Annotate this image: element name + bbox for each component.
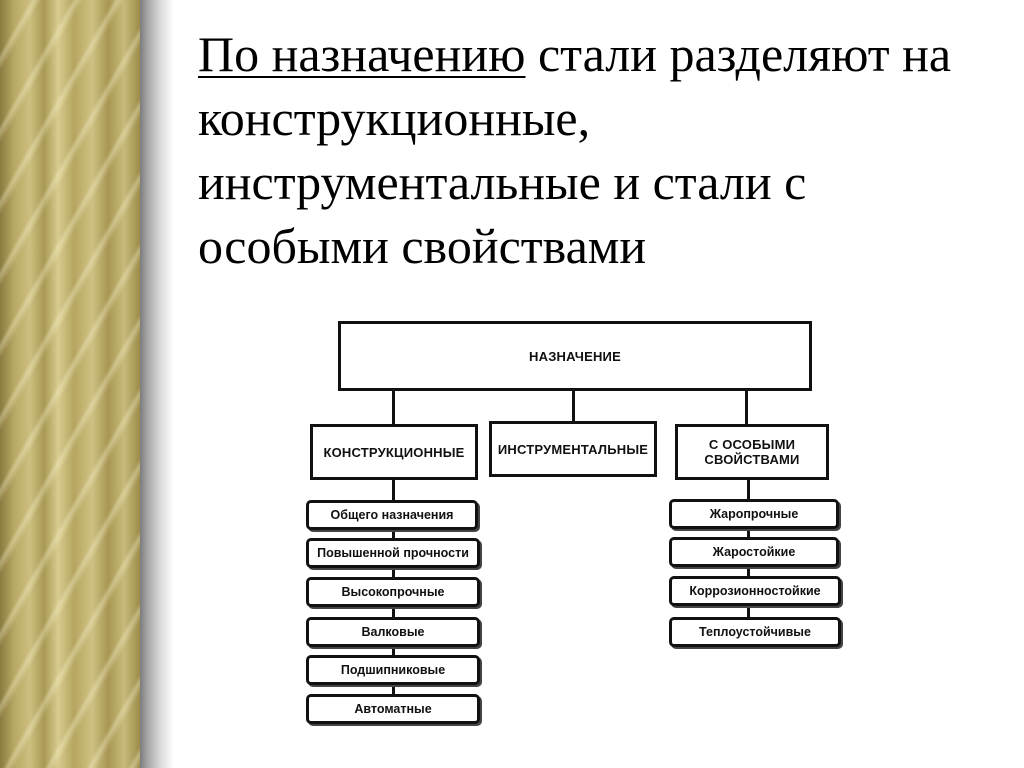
structural-item-general: Общего назначения [306, 500, 478, 530]
category-special-box: С ОСОБЫМИ СВОЙСТВАМИ [675, 424, 829, 480]
connector-root-special [745, 391, 748, 424]
slide-heading: По назначению стали разделяют на констру… [198, 22, 998, 278]
category-tool-box: ИНСТРУМЕНТАЛЬНЫЕ [489, 421, 657, 477]
decorative-shadow-strip [140, 0, 174, 768]
heading-rest-text: стали разделяют на конструкционные, инст… [198, 26, 952, 274]
special-item-corrosion-resistant: Коррозионностойкие [669, 576, 841, 606]
root-box: НАЗНАЧЕНИЕ [338, 321, 812, 391]
connector-root-tool [572, 391, 575, 421]
special-item-creep-resistant: Теплоустойчивые [669, 617, 841, 647]
structural-item-roll: Валковые [306, 617, 480, 647]
category-structural-box: КОНСТРУКЦИОННЫЕ [310, 424, 478, 480]
special-item-heat-resistant: Жаропрочные [669, 499, 839, 529]
structural-item-high-strength-increased: Повышенной прочности [306, 538, 480, 568]
connector-root-structural [392, 391, 395, 424]
heading-underlined-text: По назначению [198, 26, 526, 82]
structural-item-free-cutting: Автоматные [306, 694, 480, 724]
special-item-scale-resistant: Жаростойкие [669, 537, 839, 567]
decorative-gold-band [0, 0, 140, 768]
structural-item-high-strength: Высокопрочные [306, 577, 480, 607]
structural-item-bearing: Подшипниковые [306, 655, 480, 685]
